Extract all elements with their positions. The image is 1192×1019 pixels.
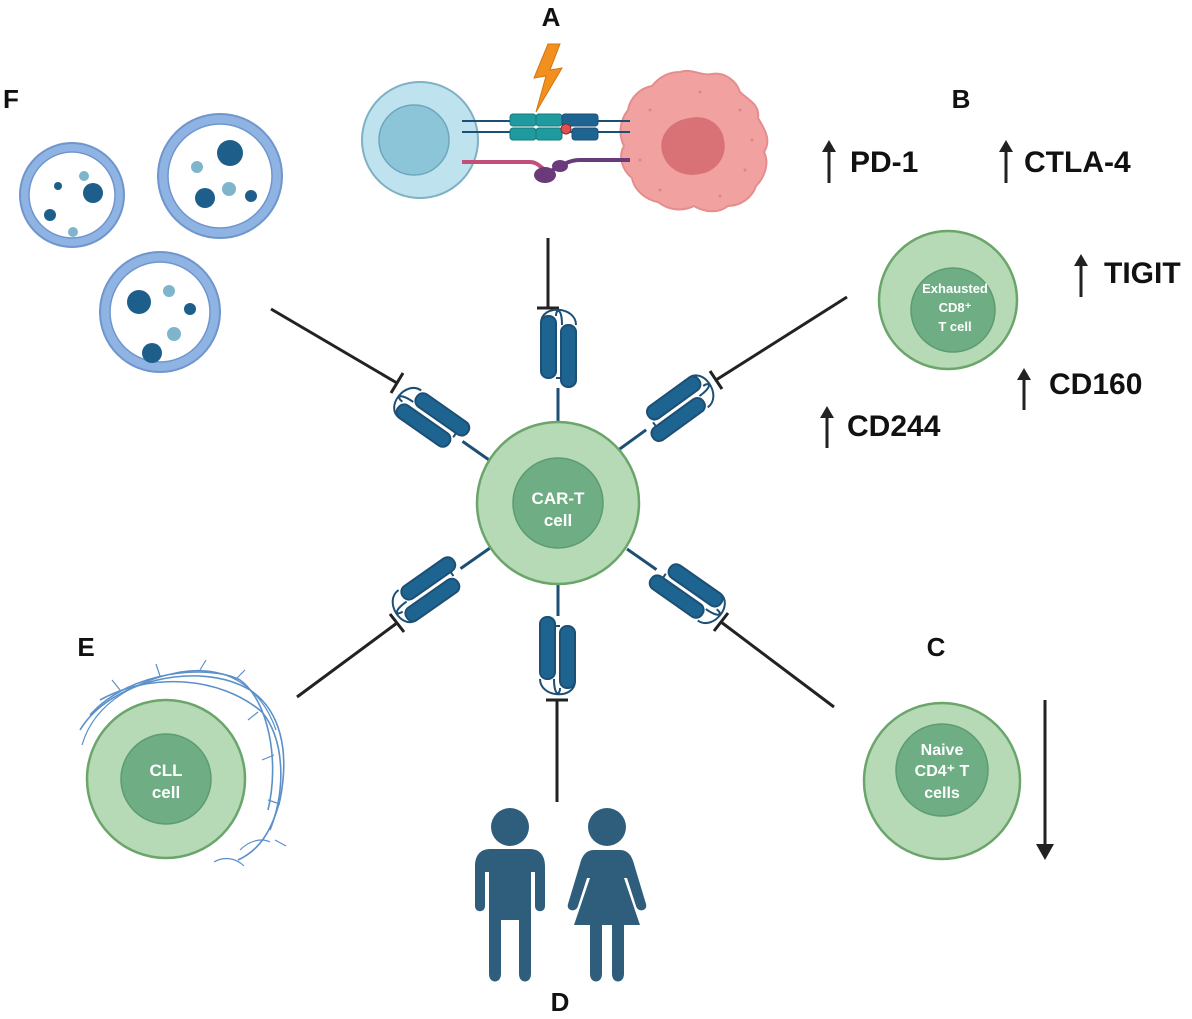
marker-cd160-label: CD160 (1049, 368, 1142, 401)
exhausted-label-line3: T cell (938, 319, 971, 334)
panel-label-e: E (77, 632, 94, 662)
inhibition-line-c (712, 612, 835, 709)
panel-label-c: C (927, 632, 946, 662)
exosome (99, 251, 221, 373)
car-t-label-line2: cell (544, 511, 572, 530)
marker-cd160: CD160 (1017, 368, 1142, 410)
inhibition-line-f (270, 307, 405, 394)
fiber-network (79, 659, 287, 867)
panel-label-f: F (3, 84, 19, 114)
panel-a-immune-synapse (361, 43, 769, 213)
marker-cd244: CD244 (820, 406, 941, 448)
panel-c-naive-cells: Naive CD4⁺ T cells (862, 700, 1054, 861)
exhausted-label-line2: CD8⁺ (939, 300, 972, 315)
female-person-icon (567, 808, 647, 982)
marker-ctla4-label: CTLA-4 (1024, 146, 1131, 179)
upregulated-markers: PD-1 CTLA-4 TIGIT CD160 (820, 140, 1181, 448)
cll-label-line1: CLL (149, 761, 182, 780)
inhibition-lines (270, 238, 848, 802)
car-t-cell: CAR-T cell (384, 308, 732, 696)
t-cell-nucleus (378, 104, 450, 176)
up-arrow-icon (1017, 368, 1031, 410)
inhibition-line-b (708, 295, 848, 390)
naive-label-line3: cells (924, 785, 960, 802)
car-receptor (539, 308, 578, 426)
marker-ctla4: CTLA-4 (999, 140, 1131, 183)
exosome (19, 142, 125, 248)
panel-f-exosomes (19, 113, 283, 373)
panel-d-sex (475, 808, 647, 982)
naive-cell-nucleus (895, 723, 989, 817)
marker-tigit-label: TIGIT (1104, 257, 1181, 290)
panel-label-a: A (542, 2, 561, 32)
cll-cell-nucleus (120, 733, 212, 825)
up-arrow-icon (822, 140, 836, 183)
marker-tigit: TIGIT (1074, 254, 1181, 297)
exhausted-label-line1: Exhausted (922, 281, 988, 296)
panel-e-cll-cell: CLL cell (79, 659, 287, 867)
down-arrow-icon (1036, 700, 1054, 860)
inhibition-line-a (537, 238, 559, 310)
up-arrow-icon (1074, 254, 1088, 297)
inhibition-line-e (296, 613, 406, 699)
naive-label-line2: CD4⁺ T (915, 763, 970, 780)
panel-b-exhausted-cell: Exhausted CD8⁺ T cell (877, 229, 1019, 371)
marker-pd1-label: PD-1 (850, 146, 918, 179)
lightning-bolt-icon (533, 43, 563, 113)
car-receptor (615, 533, 732, 631)
panel-label-b: B (952, 84, 971, 114)
male-person-icon (475, 808, 545, 982)
cll-label-line2: cell (152, 783, 180, 802)
marker-pd1: PD-1 (822, 140, 918, 183)
exhausted-cell-nucleus (910, 267, 996, 353)
inhibition-line-d (546, 698, 568, 802)
marker-cd244-label: CD244 (847, 410, 941, 443)
up-arrow-icon (820, 406, 834, 448)
car-t-label-line1: CAR-T (532, 489, 585, 508)
up-arrow-icon (999, 140, 1013, 183)
car-t-nucleus (512, 457, 604, 549)
exosome (157, 113, 283, 239)
car-receptor (605, 368, 722, 468)
car-receptor (538, 578, 577, 696)
panel-label-d: D (551, 987, 570, 1017)
tumor-nucleus (661, 117, 725, 175)
car-receptor (387, 380, 504, 478)
naive-label-line1: Naive (921, 742, 964, 759)
car-receptor (384, 531, 502, 629)
